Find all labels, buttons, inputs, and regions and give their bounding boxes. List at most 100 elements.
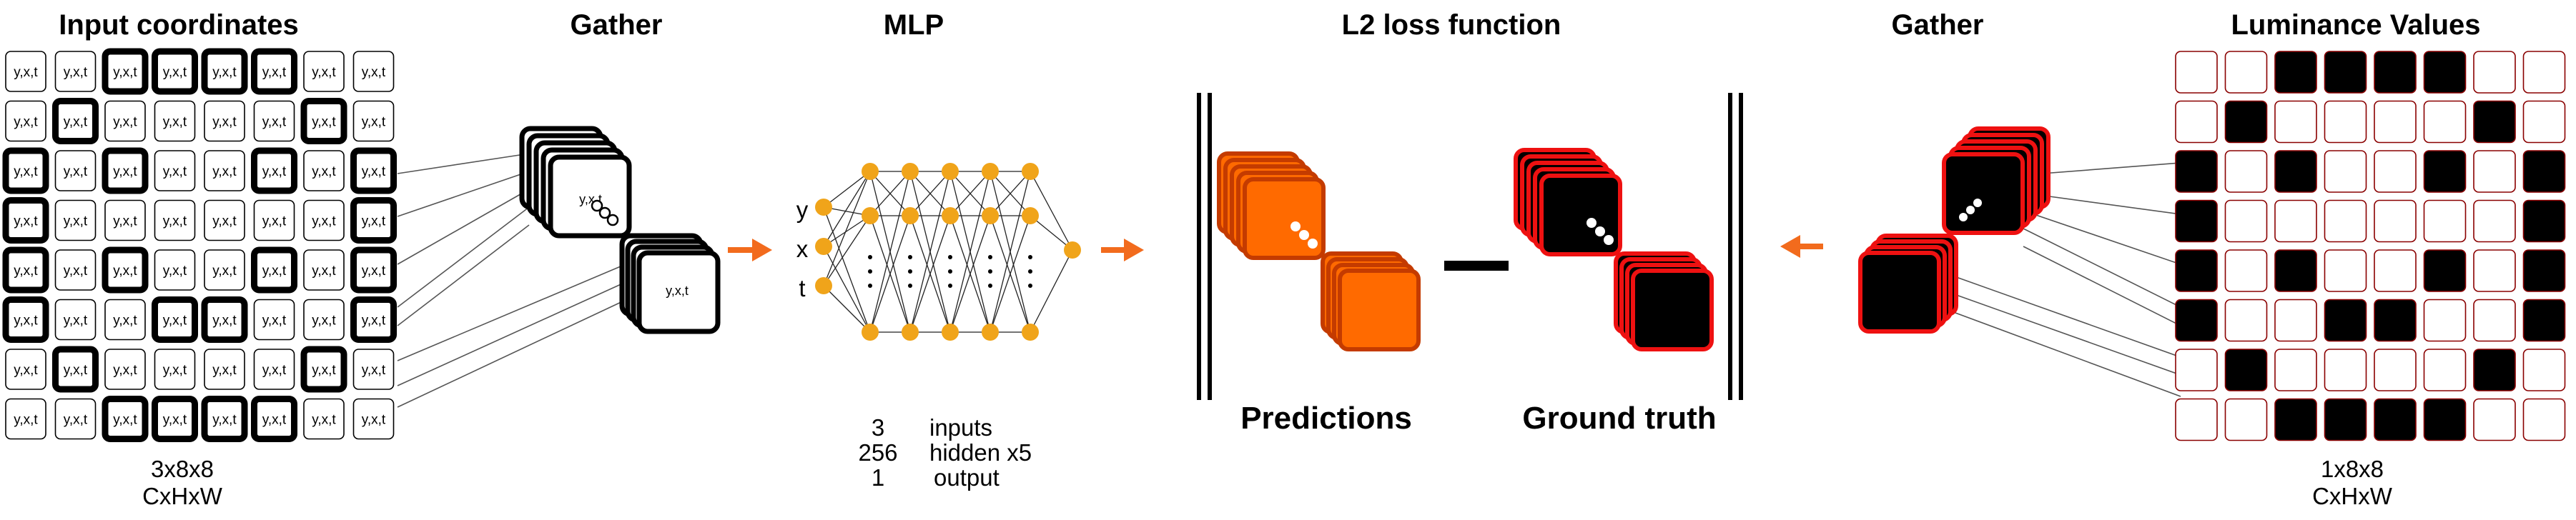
input-cell-text: y,x,t xyxy=(262,65,287,80)
input-cell-text: y,x,t xyxy=(212,363,237,378)
input-cell: y,x,t xyxy=(102,147,149,194)
input-cell-box xyxy=(104,349,146,390)
input-cell-text: y,x,t xyxy=(312,164,336,179)
luminance-cell-light xyxy=(2522,100,2566,144)
luminance-cell-light xyxy=(2522,51,2566,94)
input-cell-box xyxy=(154,199,196,241)
luminance-cell-light xyxy=(2224,150,2268,193)
mlp-hidden-node xyxy=(942,324,959,341)
input-cell-box xyxy=(54,199,97,241)
gather-right-stack-2 xyxy=(1858,234,1958,334)
gather-left-stack-1: y,x,t xyxy=(519,126,632,239)
ground-truth-label: Ground truth xyxy=(1522,401,1716,436)
input-cell: y,x,t xyxy=(201,48,248,95)
input-cell: y,x,t xyxy=(5,398,46,440)
luminance-cell-light xyxy=(2374,100,2417,144)
input-cell: y,x,t xyxy=(352,51,395,92)
input-cell-text: y,x,t xyxy=(312,413,336,428)
luminance-cell-light xyxy=(2175,100,2218,144)
luminance-cell-dark xyxy=(2423,51,2467,94)
input-cell-text: y,x,t xyxy=(113,363,137,378)
input-cell: y,x,t xyxy=(204,349,245,390)
mlp-hidden-node xyxy=(862,163,879,180)
input-cell-text: y,x,t xyxy=(362,214,386,229)
input-cell: y,x,t xyxy=(253,299,295,341)
luminance-cell-light xyxy=(2175,349,2218,391)
input-cell-box xyxy=(350,296,397,343)
luminance-cell-dark xyxy=(2374,51,2417,94)
input-cell-text: y,x,t xyxy=(163,264,187,279)
input-cell-box xyxy=(352,398,395,440)
luminance-cell-light xyxy=(2324,150,2367,193)
input-cell-box xyxy=(52,346,99,393)
mlp-hidden-node xyxy=(862,207,879,224)
luminance-cell-dark xyxy=(2473,349,2516,391)
input-cell-text: y,x,t xyxy=(64,214,88,229)
input-cell: y,x,t xyxy=(54,249,97,291)
luminance-cell-light xyxy=(2473,199,2516,243)
input-cell: y,x,t xyxy=(154,199,196,241)
input-cell: y,x,t xyxy=(303,249,345,291)
luminance-cell-dark xyxy=(2274,51,2317,94)
mlp-ellipsis-dot xyxy=(868,269,872,274)
mlp-hidden-node xyxy=(982,163,999,180)
title-mlp: MLP xyxy=(884,9,944,41)
input-cell-box xyxy=(152,296,198,343)
luminance-cell-dark xyxy=(2374,398,2417,441)
gather-right-connector-lines xyxy=(1930,162,2181,397)
input-cell-text: y,x,t xyxy=(14,65,38,80)
input-cell-box xyxy=(251,246,297,294)
mlp-hidden-node xyxy=(1022,163,1039,180)
luminance-cell-dark xyxy=(2274,249,2317,292)
mlp-edge xyxy=(990,171,1031,333)
input-cell: y,x,t xyxy=(303,199,345,241)
input-cell-text: y,x,t xyxy=(14,314,38,329)
arrow-gather-to-mlp xyxy=(728,239,772,261)
mlp-edge xyxy=(1030,215,1073,251)
input-cell: y,x,t xyxy=(204,100,245,142)
input-cell-box xyxy=(5,100,46,142)
input-cell-text: y,x,t xyxy=(14,264,38,279)
input-cell-text: y,x,t xyxy=(362,264,386,279)
input-cell-box xyxy=(253,199,295,241)
input-cell-text: y,x,t xyxy=(14,164,38,179)
input-cell-text: y,x,t xyxy=(362,115,386,130)
input-cell-box xyxy=(352,100,395,142)
input-cell: y,x,t xyxy=(350,296,397,343)
input-cell-box xyxy=(350,147,397,194)
mlp-edge xyxy=(823,171,871,208)
input-cell-box xyxy=(204,349,245,390)
input-cell: y,x,t xyxy=(352,349,395,390)
input-cell: y,x,t xyxy=(300,98,347,144)
input-cell-box xyxy=(204,100,245,142)
input-cell-text: y,x,t xyxy=(113,65,137,80)
mlp-ellipsis-dot xyxy=(908,269,912,274)
mlp-output-node xyxy=(1064,241,1081,259)
input-cell-box xyxy=(300,346,347,393)
luminance-cell-light xyxy=(2175,398,2218,441)
luminance-cell-dark xyxy=(2423,398,2467,441)
input-cell-text: y,x,t xyxy=(212,413,237,428)
input-cell: y,x,t xyxy=(104,349,146,390)
input-cell-text: y,x,t xyxy=(64,164,88,179)
luminance-cell-dark xyxy=(2423,249,2467,292)
luminance-cell-light xyxy=(2224,199,2268,243)
input-cell-text: y,x,t xyxy=(212,214,237,229)
luminance-cell-dark xyxy=(2522,150,2566,193)
mlp-hidden-node xyxy=(902,163,919,180)
luminance-cell-light xyxy=(2522,398,2566,441)
luminance-cell-light xyxy=(2324,199,2367,243)
input-cell: y,x,t xyxy=(54,199,97,241)
luminance-cell-dark xyxy=(2274,150,2317,193)
mlp-ellipsis-dot xyxy=(948,255,952,259)
mlp-edge xyxy=(869,215,911,333)
input-cell-text: y,x,t xyxy=(262,164,287,179)
mlp-edge xyxy=(823,215,871,286)
input-cell: y,x,t xyxy=(5,51,46,92)
title-input-coordinates: Input coordinates xyxy=(59,9,299,41)
mlp-stat-desc-output: output xyxy=(934,464,1000,491)
input-cell-box xyxy=(251,48,297,95)
luminance-cell-light xyxy=(2224,299,2268,342)
luminance-cell-light xyxy=(2423,199,2467,243)
mlp-edge xyxy=(823,171,871,247)
